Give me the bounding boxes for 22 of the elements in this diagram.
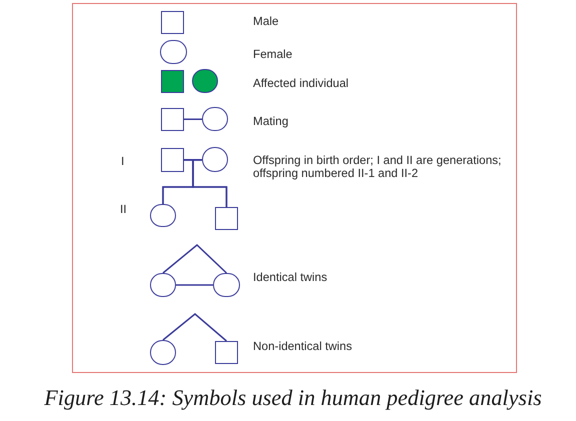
filled-square-symbol [161,70,184,93]
symbol-label: Female [253,48,292,61]
generation-numeral: II [120,203,127,216]
square-symbol [215,207,238,230]
square-symbol [161,11,184,34]
symbol-label: Non-identical twins [253,340,352,353]
twin-line [162,313,227,342]
twin-bar-line [176,284,213,286]
symbol-label: Male [253,15,279,28]
mating-line [184,159,202,160]
square-symbol [161,108,184,131]
mating-line [184,118,202,120]
descent-line [192,159,228,207]
symbol-label: Affected individual [253,77,349,90]
generation-numeral: I [121,155,124,168]
description-text: Offspring in birth order; I and II are generations; offspring numbered II-1 and II-2 [253,154,502,180]
square-symbol [161,148,184,172]
figure-caption: Figure 13.14: Symbols used in human pedigree analysis [44,385,542,410]
twin-line [162,244,228,274]
symbol-label: Mating [253,115,288,128]
symbol-label: Identical twins [253,271,328,284]
square-symbol [215,341,238,364]
